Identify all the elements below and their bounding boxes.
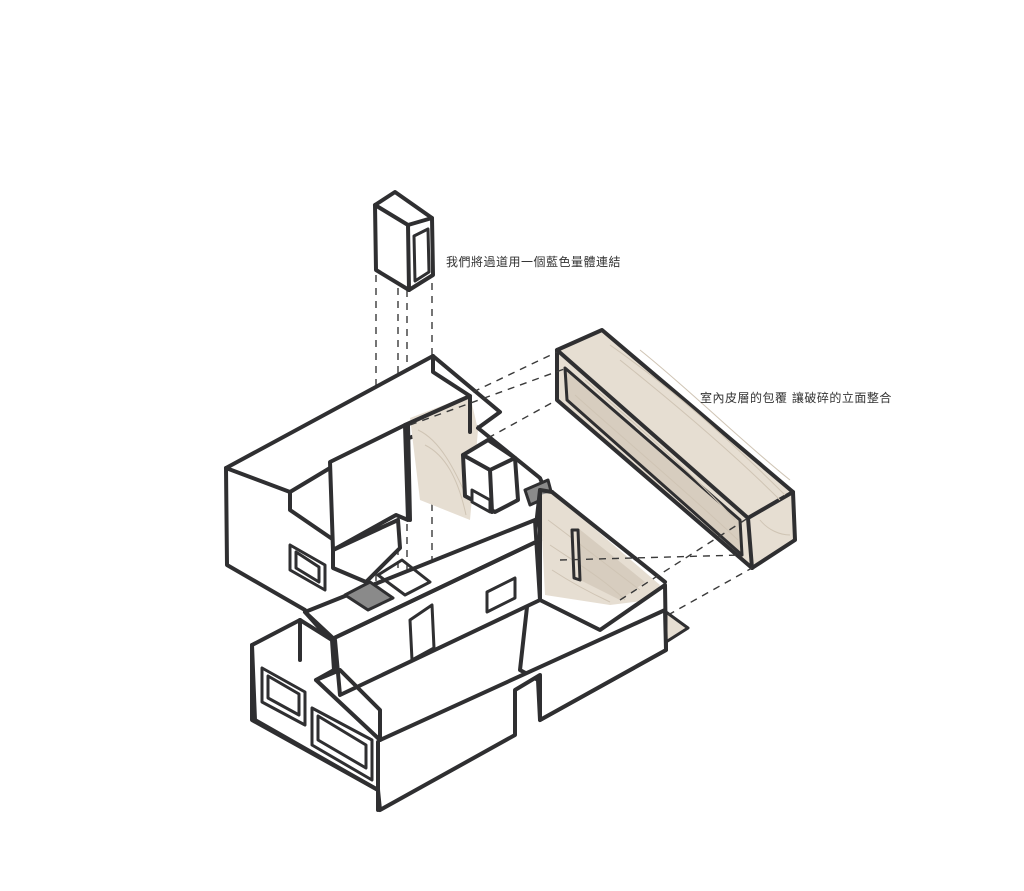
wood-skin-projection-lines [409, 351, 753, 616]
corridor-note: 我們將過道用一個藍色量體連結 [446, 255, 622, 269]
skin-note: 室內皮層的包覆 讓破碎的立面整合 [700, 391, 892, 405]
building-back-block [224, 354, 554, 612]
wood-skin-volume [555, 328, 797, 570]
building-front-block [250, 518, 668, 812]
blue-floor-patch [376, 558, 432, 597]
blue-corridor-volume [373, 190, 435, 292]
blue-door [408, 603, 436, 662]
